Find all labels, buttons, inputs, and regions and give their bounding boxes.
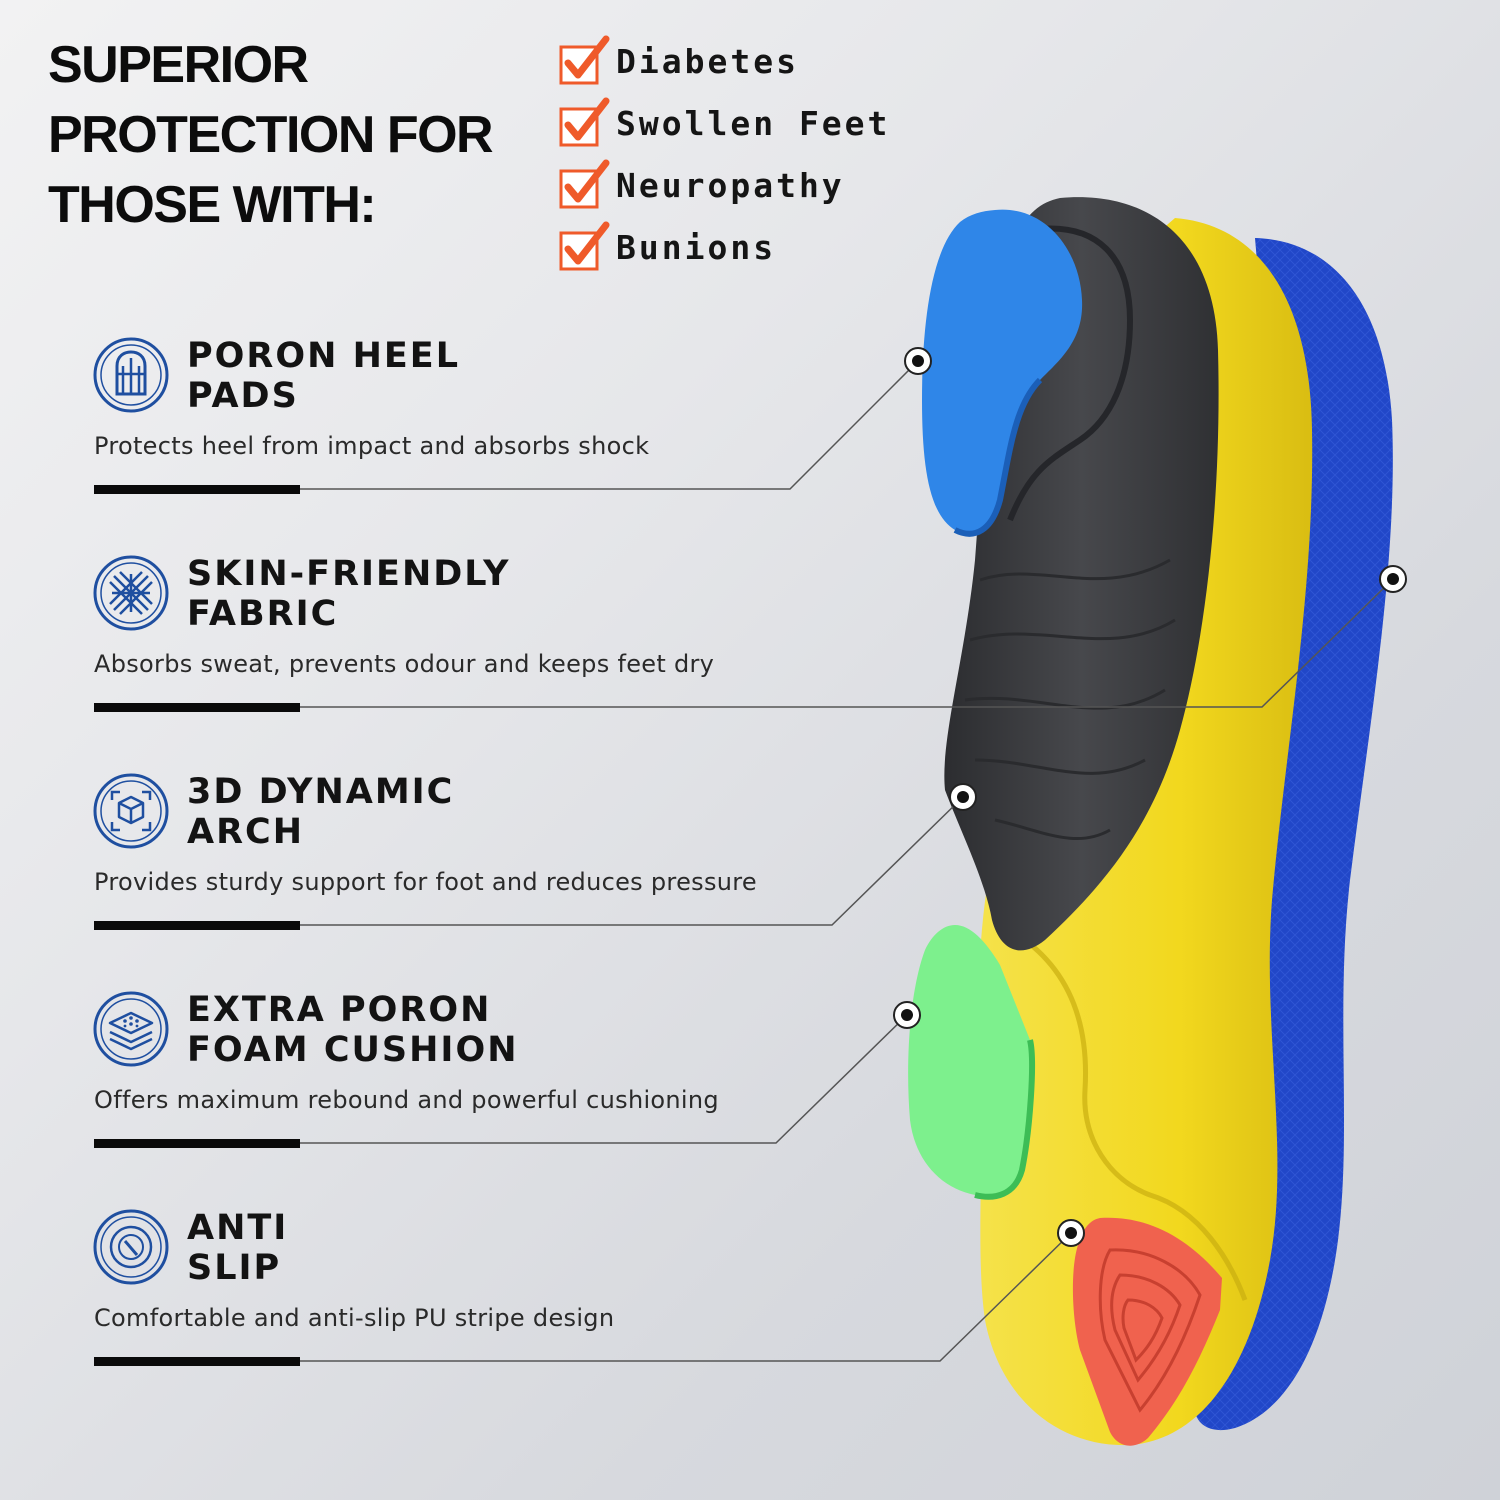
heel-pad — [922, 209, 1083, 534]
condition-label: Bunions — [616, 227, 777, 267]
3d-cube-icon — [93, 773, 169, 849]
feature-underline — [94, 485, 300, 494]
feature-description: Absorbs sweat, prevents odour and keeps … — [94, 650, 715, 678]
feature-underline — [94, 1139, 300, 1148]
conditions-checklist: Diabetes Swollen Feet Neuropathy Bunions — [558, 30, 890, 278]
feature-description: Protects heel from impact and absorbs sh… — [94, 432, 650, 460]
anti-slip-grip-pad — [1072, 1217, 1222, 1446]
feature-underline — [94, 703, 300, 712]
checkbox-checked-icon — [559, 35, 610, 85]
feature-title: ANTI SLIP — [187, 1208, 289, 1288]
condition-item: Bunions — [558, 216, 890, 278]
feature-title: SKIN-FRIENDLY FABRIC — [187, 554, 511, 634]
condition-label: Swollen Feet — [616, 103, 891, 143]
checkbox-checked-icon — [559, 97, 610, 147]
feature-title: 3D DYNAMIC ARCH — [187, 772, 455, 852]
feature-underline — [94, 921, 300, 930]
heel-pad-icon — [93, 337, 169, 413]
blue-base-layer — [1194, 238, 1393, 1431]
condition-label: Neuropathy — [616, 165, 845, 205]
feature-description: Provides sturdy support for foot and red… — [94, 868, 757, 896]
feature-description: Offers maximum rebound and powerful cush… — [94, 1086, 719, 1114]
anti-slip-icon — [93, 1209, 169, 1285]
feature-title: PORON HEEL PADS — [187, 336, 460, 416]
condition-item: Diabetes — [558, 30, 890, 92]
checkbox-checked-icon — [559, 221, 610, 271]
feature-description: Comfortable and anti-slip PU stripe desi… — [94, 1304, 615, 1332]
fabric-weave-icon — [93, 555, 169, 631]
checkbox-checked-icon — [559, 159, 610, 209]
condition-item: Swollen Feet — [558, 92, 890, 154]
foam-layers-icon — [93, 991, 169, 1067]
feature-underline — [94, 1357, 300, 1366]
headline: SUPERIOR PROTECTION FOR THOSE WITH: — [48, 30, 494, 240]
headline-line: SUPERIOR — [48, 36, 309, 94]
foam-cushion-pad — [908, 925, 1033, 1197]
headline-line: PROTECTION FOR — [48, 106, 494, 164]
headline-line: THOSE WITH: — [48, 176, 377, 234]
feature-title: EXTRA PORON FOAM CUSHION — [187, 990, 519, 1070]
condition-item: Neuropathy — [558, 154, 890, 216]
condition-label: Diabetes — [616, 41, 799, 81]
